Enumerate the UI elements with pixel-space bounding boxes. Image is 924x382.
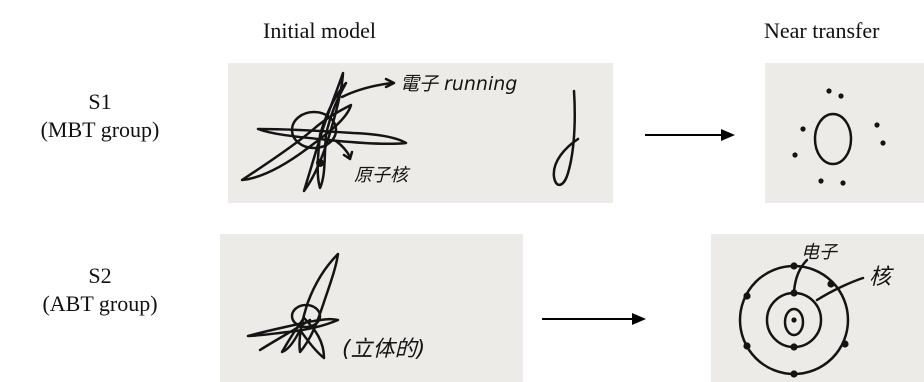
column-header-initial-model: Initial model: [263, 18, 377, 43]
student-id: S1: [88, 89, 112, 114]
row-label-s2: S2 (ABT group): [0, 262, 200, 318]
row-label-s1: S1 (MBT group): [0, 88, 200, 144]
arrow-s2: [542, 313, 646, 325]
s1-near-transfer-sketch: [765, 63, 924, 203]
group-label: (MBT group): [40, 117, 160, 142]
annotation-nucleus: 原子核: [354, 165, 411, 186]
electron-dots: [743, 262, 849, 378]
s1-initial-sketch: 電子 running 原子核: [228, 63, 613, 203]
annotation-three-dimensional: (立体的): [342, 337, 425, 362]
annotation-nucleus: 核: [869, 265, 894, 290]
electron-dots: [792, 88, 886, 186]
annotation-electron: 电子: [801, 242, 839, 263]
column-header-near-transfer: Near transfer: [764, 18, 880, 43]
s2-initial-sketch: (立体的): [220, 234, 523, 382]
student-id: S2: [88, 263, 112, 288]
arrow-s1: [645, 129, 735, 141]
group-label: (ABT group): [42, 291, 158, 316]
s2-near-transfer-sketch: 电子 核: [711, 234, 924, 382]
annotation-electron-running: 電子 running: [400, 73, 517, 95]
